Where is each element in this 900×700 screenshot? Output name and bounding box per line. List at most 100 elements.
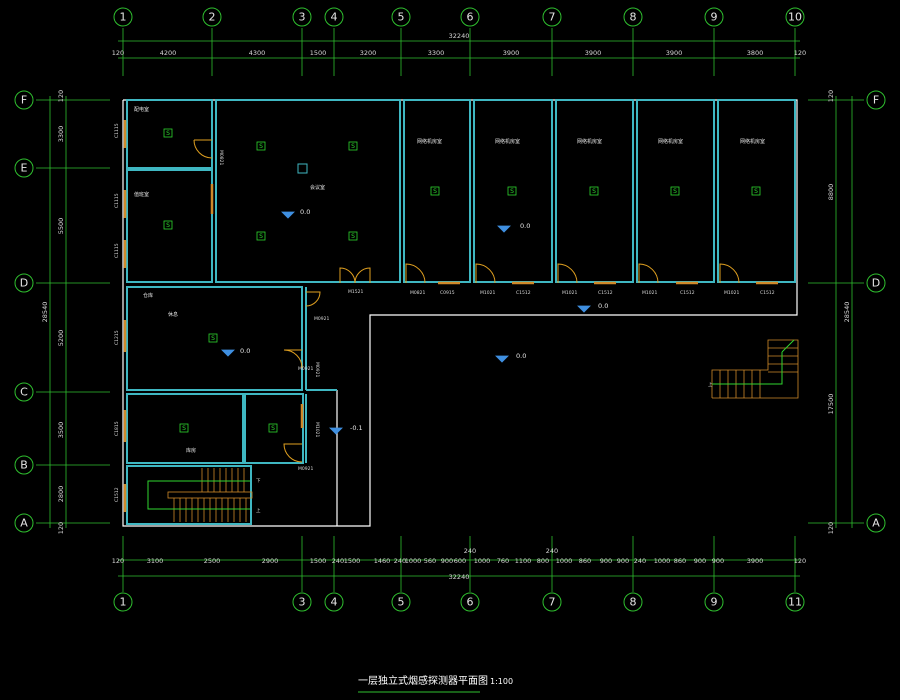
level-label: 0.0 (598, 302, 608, 310)
dim-bottom-20: 900 (617, 557, 629, 565)
axis-bubble-left-4: B (14, 455, 34, 475)
window-tag: C1815 (114, 421, 120, 436)
svg-text:S: S (592, 188, 596, 195)
dim-left-2: 5500 (57, 218, 65, 235)
axis-bubble-top-7: 8 (623, 7, 643, 27)
stairs-left (147, 468, 253, 522)
dim-top-1: 4200 (160, 49, 177, 57)
dim-bottom-23: 860 (674, 557, 686, 565)
dim-left-4: 3500 (57, 422, 65, 439)
interior-walls (126, 99, 796, 525)
svg-text:S: S (166, 130, 170, 137)
dim-bottom-15: 1100 (515, 557, 532, 565)
axis-bubble-bottom-1: 3 (292, 592, 312, 612)
level-label: 0.0 (240, 347, 250, 355)
room-label: 网络机房室 (417, 138, 442, 145)
axis-bubble-bottom-0: 1 (113, 592, 133, 612)
svg-text:S: S (754, 188, 758, 195)
dim-bottom-7: 1460 (374, 557, 391, 565)
smoke-detector-icon: S (348, 141, 358, 151)
door-tag: M0821 (218, 150, 224, 165)
dim-top-9: 3800 (747, 49, 764, 57)
axis-bubble-bottom-5: 7 (542, 592, 562, 612)
svg-text:10: 10 (788, 11, 802, 24)
axis-bubble-bottom-4: 6 (460, 592, 480, 612)
axis-bubble-top-6: 7 (542, 7, 562, 27)
dim-bottom-24: 900 (694, 557, 706, 565)
axis-bubble-top-9: 10 (785, 7, 805, 27)
smoke-detector-icon: S (256, 231, 266, 241)
dim-bottom-27: 120 (794, 557, 806, 565)
level-label: 0.0 (520, 222, 530, 230)
room-label: 库房 (186, 447, 196, 454)
dim-bottom-25: 900 (712, 557, 724, 565)
svg-text:F: F (21, 94, 27, 107)
vertical-axis-lines (122, 28, 796, 592)
dim-bottom-upper-0: 240 (464, 547, 476, 555)
window-tag: C1115 (114, 243, 120, 258)
dim-bottom-0: 120 (112, 557, 124, 565)
svg-text:D: D (20, 277, 28, 290)
svg-text:3: 3 (299, 596, 306, 609)
svg-text:F: F (873, 94, 879, 107)
drawing-scale: 1:100 (490, 677, 513, 686)
svg-text:2: 2 (209, 11, 216, 24)
door-tag: M1521 (348, 289, 363, 295)
door-tag: M0921 (314, 316, 329, 322)
svg-text:7: 7 (549, 596, 556, 609)
svg-text:8: 8 (630, 11, 637, 24)
doors (193, 139, 740, 463)
dim-bottom-26: 3900 (747, 557, 764, 565)
dim-bottom-13: 1000 (474, 557, 491, 565)
svg-text:5: 5 (398, 11, 405, 24)
smoke-detector-icon: S (589, 186, 599, 196)
smoke-detector-icon: S (163, 220, 173, 230)
windows (123, 120, 778, 512)
door-tag: M0921 (314, 362, 320, 377)
room-label: 配电室 (134, 106, 149, 113)
dim-bottom-2: 2500 (204, 557, 221, 565)
dim-top-3: 1500 (310, 49, 327, 57)
svg-text:4: 4 (331, 596, 338, 609)
axis-bubble-bottom-2: 4 (324, 592, 344, 612)
svg-text:S: S (433, 188, 437, 195)
dim-top-5: 3300 (428, 49, 445, 57)
dim-bottom-3: 2900 (262, 557, 279, 565)
stair-direction-label: 下 (256, 478, 261, 484)
dim-bottom-22: 1000 (654, 557, 671, 565)
svg-text:6: 6 (467, 596, 474, 609)
level-label: -0.1 (350, 424, 363, 432)
axis-bubble-bottom-6: 8 (623, 592, 643, 612)
room-label: 网络机房室 (495, 138, 520, 145)
smoke-detector-icon: S (268, 423, 278, 433)
window-tag: C1512 (598, 290, 613, 296)
exterior-outline (122, 99, 798, 527)
dim-left-1: 3300 (57, 126, 65, 143)
window-tag: C1512 (680, 290, 695, 296)
dim-bottom-5: 240 (332, 557, 344, 565)
dim-top-6: 3900 (503, 49, 520, 57)
dim-right-3: 120 (827, 522, 835, 534)
dim-right-total: 28540 (843, 302, 851, 323)
svg-text:11: 11 (788, 596, 802, 609)
svg-text:3: 3 (299, 11, 306, 24)
dim-left-0: 120 (57, 90, 65, 102)
svg-text:8: 8 (630, 596, 637, 609)
dim-right-2: 17500 (827, 394, 835, 415)
smoke-detector-icon: S (348, 231, 358, 241)
axis-bubble-left-0: F (14, 90, 34, 110)
dim-left-5: 2800 (57, 486, 65, 503)
axis-bubble-top-8: 9 (704, 7, 724, 27)
axis-bubble-bottom-7: 9 (704, 592, 724, 612)
svg-text:4: 4 (331, 11, 338, 24)
svg-text:S: S (510, 188, 514, 195)
svg-text:S: S (182, 425, 186, 432)
room-label: 网络机房室 (658, 138, 683, 145)
dim-bottom-1: 3100 (147, 557, 164, 565)
svg-text:5: 5 (398, 596, 405, 609)
axis-bubble-top-2: 3 (292, 7, 312, 27)
svg-text:E: E (21, 162, 28, 175)
